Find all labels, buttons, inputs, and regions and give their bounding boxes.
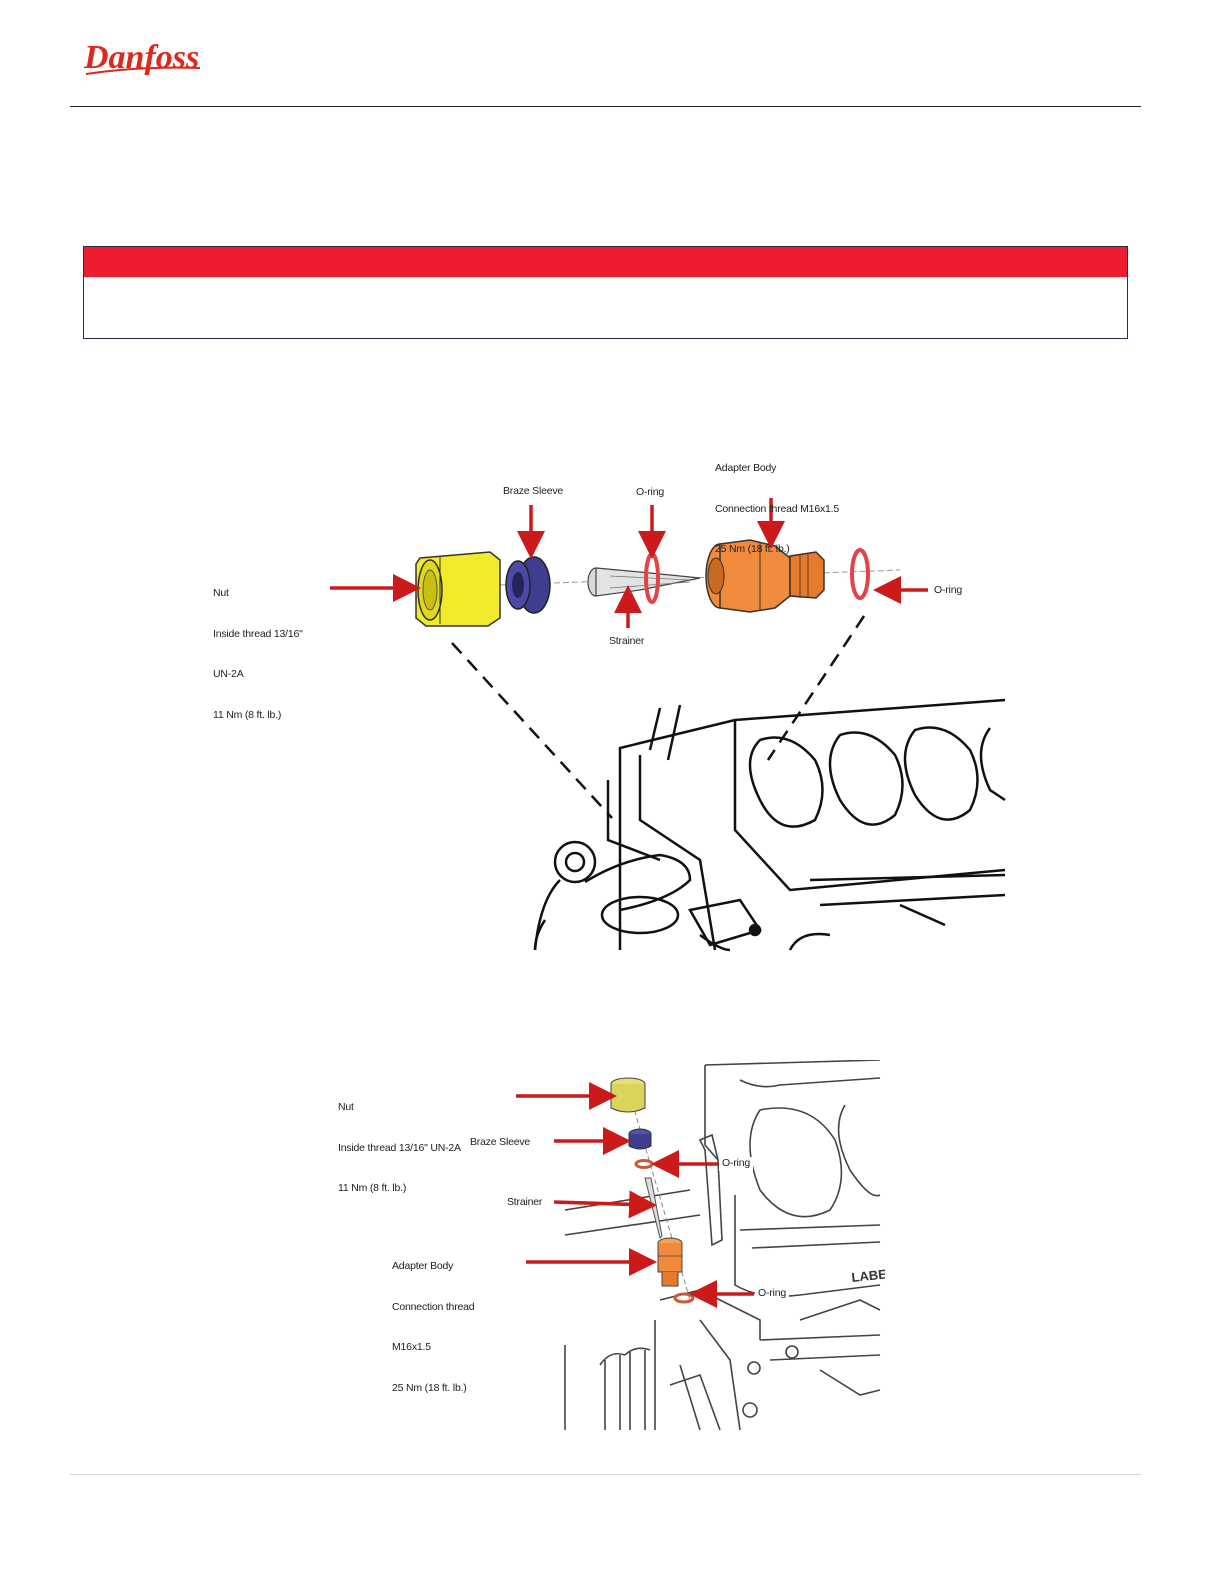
o-ring-part-3 xyxy=(634,1159,654,1169)
adapter-body-part-2 xyxy=(657,1237,683,1287)
o-ring-part-4 xyxy=(673,1292,695,1304)
label-o-ring-right: O-ring xyxy=(934,584,962,596)
arrow-strainer-2 xyxy=(553,1190,657,1219)
footer-divider xyxy=(70,1474,1141,1475)
o-ring-part-2 xyxy=(850,548,870,600)
header-divider xyxy=(70,106,1141,107)
figure-2-installed-view: LABE Nut Inside thread xyxy=(335,1059,888,1435)
nut-part-2 xyxy=(610,1077,646,1113)
danfoss-logo: Danfoss xyxy=(83,39,201,76)
braze-sleeve-part-2 xyxy=(628,1128,652,1150)
braze-sleeve-part xyxy=(505,556,551,614)
label-strainer: Strainer xyxy=(609,635,645,647)
adapter-body-part xyxy=(705,539,825,613)
label-adapter-body: Adapter Body Connection thread M16x1.5 2… xyxy=(715,462,839,555)
label-nut: Nut Inside thread 13/16" UN-2A 11 Nm (8 … xyxy=(213,587,303,721)
danfoss-logo-text: Danfoss xyxy=(83,39,199,76)
figure-2-drawing: LABE xyxy=(516,1059,888,1431)
label-o-ring-bottom-2: O-ring xyxy=(755,1287,789,1301)
nut-part xyxy=(415,551,501,627)
label-braze-sleeve: Braze Sleeve xyxy=(503,485,564,497)
label-o-ring-top: O-ring xyxy=(636,486,664,498)
strainer-part xyxy=(587,567,701,597)
warning-header-band xyxy=(84,247,1127,277)
compressor-housing-drawing xyxy=(533,698,1006,952)
label-nut-2: Nut Inside thread 13/16" UN-2A 11 Nm (8 … xyxy=(338,1101,461,1194)
compressor-top-drawing xyxy=(564,1059,881,1431)
label-adapter-body-2: Adapter Body Connection thread M16x1.5 2… xyxy=(392,1260,475,1394)
figure-1-exploded-view: Nut Inside thread 13/16" UN-2A 11 Nm (8 … xyxy=(200,425,1010,955)
housing-label-text: LABE xyxy=(851,1266,885,1285)
strainer-part-2 xyxy=(644,1177,663,1239)
label-o-ring-top-2: O-ring xyxy=(719,1157,753,1171)
label-braze-sleeve-2: Braze Sleeve xyxy=(470,1136,531,1148)
figure-1-drawing xyxy=(330,498,1006,952)
label-strainer-2: Strainer xyxy=(507,1196,543,1208)
warning-box xyxy=(83,246,1128,339)
